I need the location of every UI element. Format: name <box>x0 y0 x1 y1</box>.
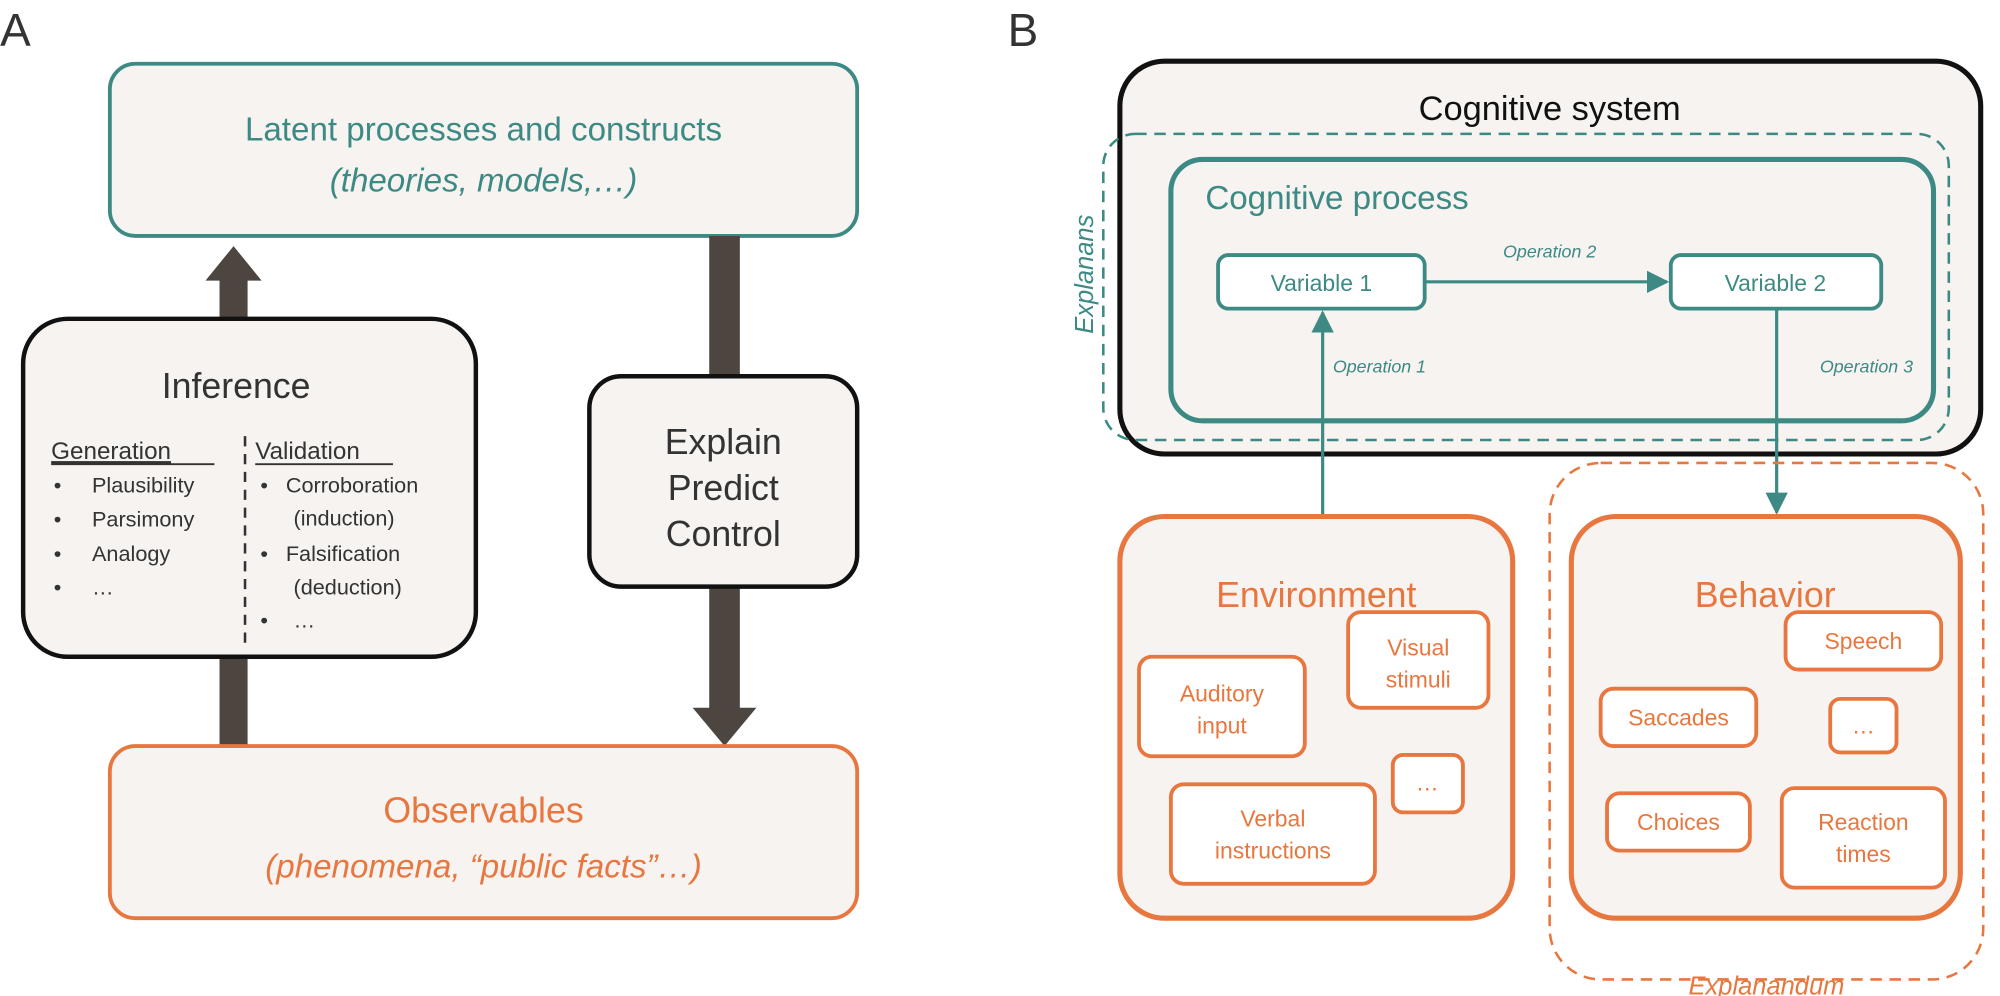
explanans-dashed-box <box>1102 132 1951 442</box>
generation-item: Parsimony <box>92 507 194 532</box>
behavior-more-text: … <box>1852 712 1875 738</box>
latent-box: Latent processes and constructs (theorie… <box>107 61 860 238</box>
choices-box <box>1605 791 1752 853</box>
predict-text: Predict <box>668 468 779 508</box>
cognitive-process-box: Cognitive process <box>1168 156 1937 424</box>
observables-title: Observables <box>383 791 583 831</box>
explanandum-dashed-box <box>1548 461 1985 981</box>
cognitive-process-title: Cognitive process <box>1205 180 1468 217</box>
stimuli-text: stimuli <box>1386 666 1451 692</box>
verbal-text: Verbal <box>1240 805 1305 831</box>
visual-text: Visual <box>1387 634 1449 660</box>
svg-text:•: • <box>54 507 62 532</box>
variable-2-label: Variable 2 <box>1725 270 1827 296</box>
times-text: times <box>1836 841 1891 867</box>
validation-item: (induction) <box>293 505 394 530</box>
behavior-more-box <box>1828 696 1899 755</box>
explain-predict-control-box: Explain Predict Control <box>587 373 860 589</box>
environment-title: Environment <box>1216 575 1416 615</box>
panel-b-label: B <box>1008 4 1039 56</box>
speech-box <box>1783 610 1944 672</box>
auditory-input-box <box>1137 654 1307 759</box>
choices-text: Choices <box>1637 809 1720 835</box>
observables-subtitle: (phenomena, “public facts”…) <box>265 848 702 885</box>
latent-title: Latent processes and constructs <box>245 111 722 148</box>
operation-3-label: Operation 3 <box>1820 356 1913 376</box>
environment-more-text: … <box>1416 770 1439 796</box>
svg-text:•: • <box>260 541 268 566</box>
validation-item: (deduction) <box>293 574 401 599</box>
behavior-box: Behavior Speech Saccades … Choices React… <box>1568 513 1963 921</box>
variable-1-box: Variable 1 <box>1216 253 1427 311</box>
validation-heading: Validation <box>255 438 360 465</box>
environment-more-box <box>1390 753 1465 815</box>
behavior-title: Behavior <box>1695 575 1836 615</box>
observables-box: Observables (phenomena, “public facts”…) <box>107 744 860 921</box>
speech-text: Speech <box>1824 628 1902 654</box>
generation-item: Plausibility <box>92 472 194 497</box>
svg-text:•: • <box>54 574 62 599</box>
inference-title: Inference <box>162 366 311 406</box>
saccades-text: Saccades <box>1628 705 1729 731</box>
control-text: Control <box>666 514 781 554</box>
svg-text:•: • <box>260 472 268 497</box>
generation-heading: Generation <box>51 438 171 465</box>
variable-1-label: Variable 1 <box>1271 270 1373 296</box>
validation-item: … <box>293 607 315 632</box>
latent-subtitle: (theories, models,…) <box>330 162 638 199</box>
cognitive-system-title: Cognitive system <box>1419 90 1681 128</box>
reaction-text: Reaction <box>1818 809 1909 835</box>
svg-text:•: • <box>54 541 62 566</box>
explanans-label: Explanans <box>1071 214 1099 333</box>
panel-a-label: A <box>0 4 31 56</box>
svg-text:•: • <box>260 607 268 632</box>
explanandum-label: Explanandum <box>1688 973 1844 996</box>
operation-1-label: Operation 1 <box>1333 356 1426 376</box>
validation-item: Corroboration <box>286 472 418 497</box>
generation-item: Analogy <box>92 541 170 566</box>
auditory-text: Auditory <box>1180 680 1265 706</box>
instructions-text: instructions <box>1215 837 1331 863</box>
input-text: input <box>1197 712 1247 738</box>
reaction-times-box <box>1779 786 1947 890</box>
variable-2-box: Variable 2 <box>1668 253 1884 311</box>
visual-stimuli-box <box>1346 610 1491 710</box>
explain-text: Explain <box>665 422 782 462</box>
svg-text:•: • <box>54 472 62 497</box>
inference-up-arrow <box>205 246 262 749</box>
verbal-instructions-box <box>1168 782 1377 886</box>
saccades-box <box>1598 686 1759 748</box>
operation-2-label: Operation 2 <box>1503 242 1596 262</box>
explain-down-arrow <box>692 235 757 747</box>
generation-item: … <box>92 574 114 599</box>
environment-box: Environment Auditory input Visual stimul… <box>1117 513 1516 921</box>
validation-item: Falsification <box>286 541 400 566</box>
inference-box: Inference Generation • Plausibility • Pars… <box>20 316 479 660</box>
